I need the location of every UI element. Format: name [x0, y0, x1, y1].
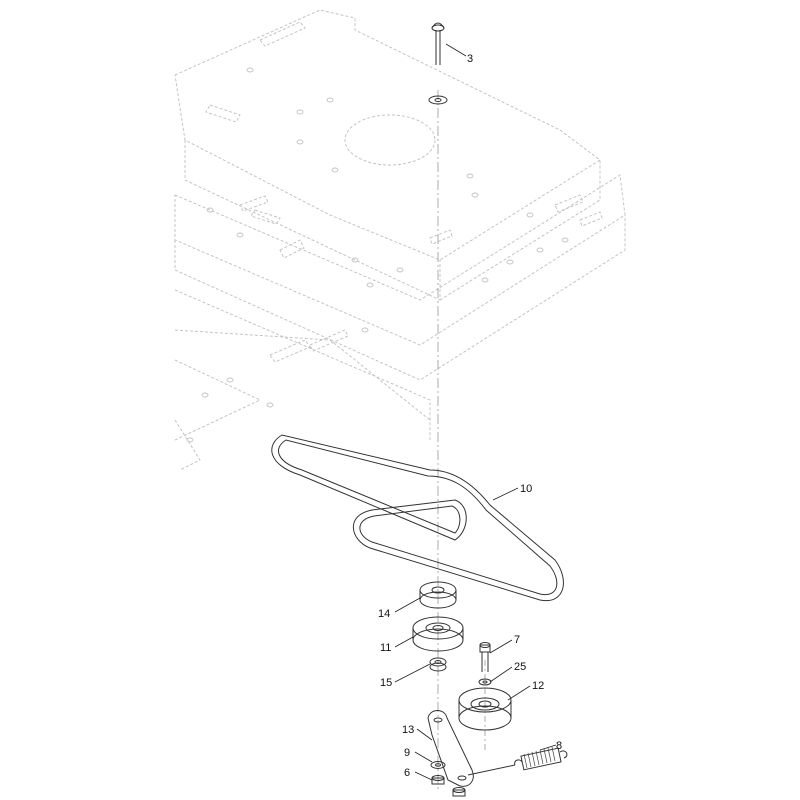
callout-25: 25 [514, 661, 526, 673]
callout-labels: 3 10 14 11 7 25 15 12 13 8 9 6 [378, 53, 562, 779]
callout-12: 12 [532, 680, 544, 692]
washer-part-9 [430, 761, 446, 769]
leader-lines [394, 43, 557, 781]
bolt-part-3 [428, 22, 448, 105]
callout-8: 8 [556, 740, 562, 752]
callout-15: 15 [380, 677, 392, 689]
drive-belt-part-10 [271, 434, 564, 602]
spring-part-8 [467, 746, 568, 776]
callout-3: 3 [467, 53, 473, 65]
bolt-part-7 [479, 642, 491, 672]
pulley-part-12 [458, 687, 512, 731]
callout-10: 10 [520, 483, 532, 495]
nut-lower-right [452, 787, 466, 797]
nut-part-6 [431, 775, 445, 785]
spacer-part-15 [429, 657, 447, 672]
pulley-part-11 [412, 616, 464, 652]
mower-frame-phantom [174, 9, 626, 471]
callout-11: 11 [380, 642, 391, 654]
callout-7: 7 [514, 634, 520, 646]
callout-13: 13 [402, 724, 414, 736]
callout-14: 14 [378, 608, 390, 620]
washer-part-25 [478, 678, 492, 686]
callout-9: 9 [404, 747, 410, 759]
idler-arm-part-13 [427, 710, 474, 787]
callout-6: 6 [404, 767, 410, 779]
